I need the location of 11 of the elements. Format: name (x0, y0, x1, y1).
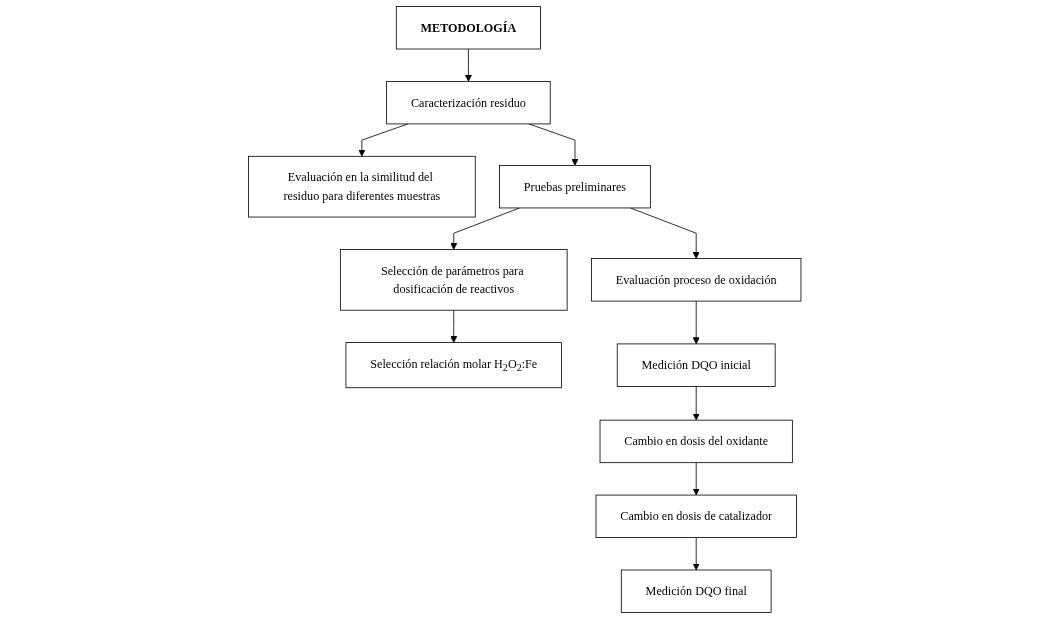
node-box: METODOLOGÍA (396, 6, 542, 50)
node-box: Cambio en dosis de catalizador (595, 494, 798, 538)
node-box: Selección de parámetros para dosificación de reactivos (340, 249, 568, 311)
node-box: Cambio en dosis del oxidante (599, 419, 794, 464)
node-box: Pruebas preliminares (499, 165, 652, 209)
node-box: Caracterización residuo (386, 81, 551, 125)
node-box: Medición DQO inicial (617, 343, 776, 387)
node-box: Selección relación molar H$_{2}$O$_{2}$:Fe (345, 342, 563, 389)
node-box: Evaluación en la similitud del residuo para diferentes muestras (248, 155, 476, 218)
node-box: Evaluación proceso de oxidación (591, 258, 802, 302)
node-box: Medición DQO final (621, 569, 772, 613)
